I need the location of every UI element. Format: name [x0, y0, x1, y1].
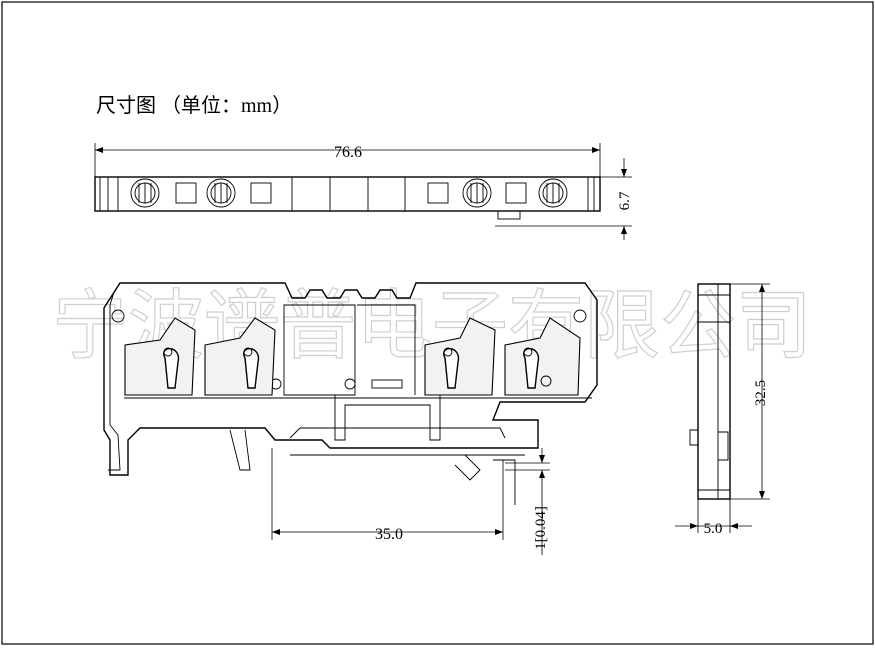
top-view: 76.6 [94, 143, 633, 240]
dim-top-width: 76.6 [334, 144, 362, 161]
side-view: 32.5 5.0 [675, 283, 770, 537]
dim-side-width: 5.0 [704, 521, 723, 537]
dim-side-height: 32.5 [753, 380, 769, 406]
dim-top-height: 6.7 [617, 191, 633, 210]
drawing-title: 尺寸图 （单位：mm） [96, 94, 292, 117]
front-view: 35.0 1[0.04] [103, 282, 598, 555]
dim-front-pitch: 35.0 [375, 526, 403, 543]
dim-rail-offset: 1[0.04] [533, 506, 549, 550]
